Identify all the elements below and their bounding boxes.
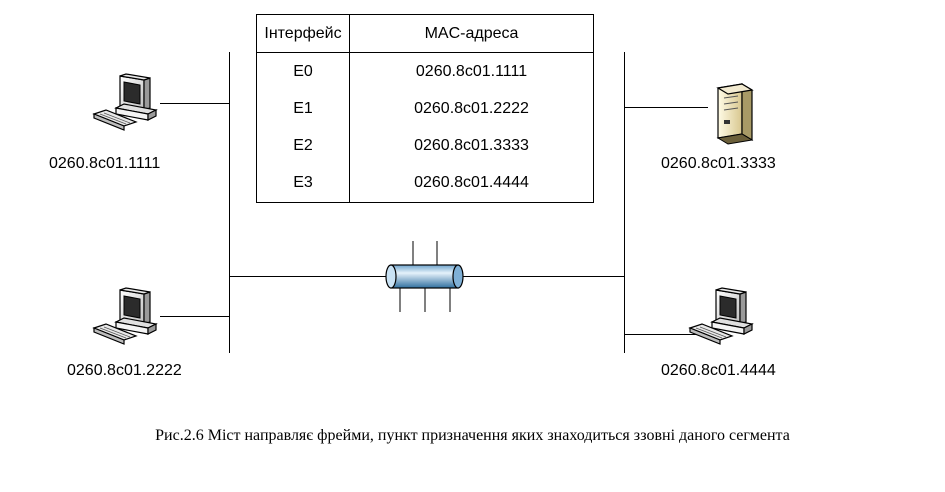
bridge-icon	[385, 241, 464, 312]
column-header: MAC-адреса	[349, 14, 594, 53]
figure-caption: Рис.2.6 Міст направляє фрейми, пункт при…	[155, 427, 790, 444]
host-mac-label-bottom-right: 0260.8c01.4444	[661, 362, 776, 379]
computer-icon	[689, 287, 753, 345]
table-header-row: Інтерфейс MAC-адреса	[256, 14, 594, 53]
computer-icon	[93, 73, 157, 131]
host-mac-label-top-right: 0260.8c01.3333	[661, 155, 776, 172]
network-lines	[160, 52, 708, 353]
table-row: E3 0260.8c01.4444	[256, 164, 594, 203]
mac-cell: 0260.8c01.1111	[415, 62, 528, 80]
interface-cell: E2	[256, 127, 350, 165]
table-row: E2 0260.8c01.3333	[256, 127, 594, 165]
mac-cell: 0260.8c01.4444	[414, 174, 529, 192]
computer-icon	[93, 287, 157, 345]
mac-address-table: Інтерфейс MAC-адреса E0 0260.8c01.1111 E…	[256, 14, 594, 203]
mac-cell: 0260.8c01.3333	[414, 136, 529, 154]
interface-cell: E3	[256, 164, 350, 203]
interface-cell: E1	[256, 90, 350, 128]
server-icon	[716, 82, 754, 145]
table-row: E0 0260.8c01.1111	[256, 52, 594, 91]
column-header: Інтерфейс	[256, 14, 350, 53]
interface-cell: E0	[256, 52, 350, 91]
mac-cell: 0260.8c01.2222	[414, 99, 529, 117]
host-mac-label-top-left: 0260.8c01.1111	[49, 155, 161, 172]
table-row: E1 0260.8c01.2222	[256, 90, 594, 128]
host-mac-label-bottom-left: 0260.8c01.2222	[67, 362, 182, 379]
